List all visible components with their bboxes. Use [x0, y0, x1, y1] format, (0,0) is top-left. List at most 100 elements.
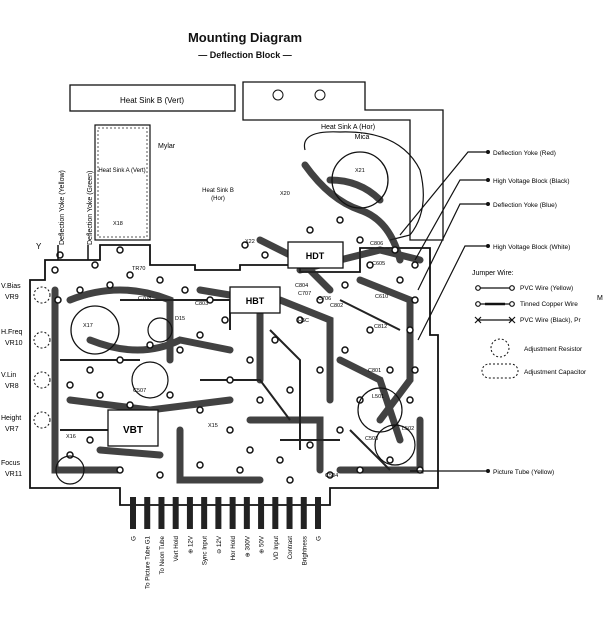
vbt-label: VBT	[123, 425, 143, 436]
component-label: C504	[325, 473, 338, 479]
solder-pad	[261, 251, 269, 259]
heat-sink-a-hor	[242, 81, 444, 241]
legend-item-1: PVC Wire (Yellow)	[520, 285, 573, 292]
mount-hole	[314, 89, 326, 101]
solder-pad	[146, 341, 154, 349]
solder-pad	[126, 271, 134, 279]
connector-pin-label: Hor Hold	[230, 535, 237, 560]
solder-pad	[286, 386, 294, 394]
heat-sink-b-hor-label-2: (Hor)	[211, 196, 225, 202]
adjust-capacitor-label: Adjustment Capacitor	[524, 369, 587, 376]
left-label-vr: VR7	[5, 426, 19, 433]
solder-pad	[411, 296, 419, 304]
connector-pin-label: VD Input	[273, 536, 280, 560]
yoke-green-label: Deflection Yoke (Green)	[87, 171, 94, 245]
connector-finger	[158, 497, 165, 529]
solder-pads	[51, 216, 424, 484]
solder-pad	[86, 436, 94, 444]
solder-pad	[326, 471, 334, 479]
vbt-block	[107, 409, 159, 447]
right-leaders	[399, 151, 488, 472]
solder-pad	[341, 346, 349, 354]
hbt-block	[229, 286, 281, 314]
diagram-title: Mounting Diagram	[187, 30, 303, 45]
solder-pad	[226, 376, 234, 384]
adjust-capacitor-symbol	[481, 363, 519, 379]
solder-pad	[196, 331, 204, 339]
heat-sink-a-vert-label: Heat Sink A (Vert)	[98, 168, 145, 174]
connector-finger	[130, 497, 136, 529]
component-label: X20	[280, 191, 290, 197]
component-label: H5C	[298, 318, 309, 324]
heat-sink-b-vert	[69, 84, 236, 112]
component-label: L501	[372, 394, 384, 400]
connector-pin-label: ⊕ 50V	[259, 535, 266, 554]
component-label: C503	[365, 436, 378, 442]
connector-finger	[272, 497, 279, 529]
component-label: C706	[318, 296, 331, 302]
solder-pad	[406, 396, 414, 404]
solder-pad	[271, 336, 279, 344]
solder-pad	[181, 286, 189, 294]
solder-pad	[76, 286, 84, 294]
solder-pad	[286, 476, 294, 484]
component-label: C507	[133, 388, 146, 394]
component-label: L502	[402, 426, 414, 432]
component-label: C708	[138, 296, 151, 302]
solder-pad	[366, 261, 374, 269]
mylar-sheet	[97, 127, 148, 238]
component-label: C806	[370, 241, 383, 247]
solder-pad	[341, 281, 349, 289]
solder-pad	[54, 296, 62, 304]
solder-pad	[391, 246, 399, 254]
solder-pad	[386, 456, 394, 464]
component-label: X15	[208, 423, 218, 429]
solder-pad	[156, 471, 164, 479]
yoke-blue-label: Deflection Yoke (Blue)	[493, 202, 557, 209]
connector-finger	[315, 497, 321, 529]
capacitor	[131, 361, 169, 399]
solder-pad	[256, 396, 264, 404]
connector-pin-label: To Picture Tube G1	[145, 535, 152, 589]
connector-pin-label: ⊕ 300V	[244, 535, 251, 557]
solder-pad	[116, 356, 124, 364]
legend-symbols	[474, 285, 516, 324]
legend-item-3: PVC Wire (Black), Pr	[520, 317, 582, 324]
heat-sink-a-hor-label: Heat Sink A (Hor)	[321, 124, 375, 131]
hdt-label: HDT	[306, 251, 325, 261]
hv-black-label: High Voltage Block (Black)	[493, 178, 570, 185]
adjust-resistor-label: Adjustment Resistor	[524, 346, 583, 353]
solder-pad	[91, 261, 99, 269]
yoke-red-label: Deflection Yoke (Red)	[493, 150, 556, 157]
left-label-vr: VR9	[5, 294, 19, 301]
connector-finger	[243, 497, 250, 529]
left-label-vr: VR11	[5, 471, 22, 478]
left-label-vr: VR10	[5, 340, 23, 347]
solder-pad	[316, 366, 324, 374]
right-leader-dots	[486, 150, 490, 473]
solder-pad	[241, 241, 249, 249]
heat-sink-a-vert	[94, 124, 151, 241]
x21-component	[331, 151, 389, 209]
solder-pad	[416, 466, 424, 474]
solder-pad	[246, 446, 254, 454]
solder-pad	[176, 346, 184, 354]
connector-pin-label: ⊖ 12V	[216, 535, 223, 554]
component-label: C801	[368, 368, 381, 374]
diagram-subtitle: — Deflection Block —	[198, 50, 292, 60]
legend-trail: M	[597, 295, 603, 302]
connector-pin-label: Sync Input	[202, 536, 209, 566]
solder-pad	[96, 391, 104, 399]
mica-label: Mica	[355, 134, 370, 141]
y-label: Y	[36, 242, 42, 251]
adjust-resistor-symbol	[490, 338, 510, 358]
component-label: X17	[83, 323, 93, 329]
solder-pad	[116, 246, 124, 254]
solder-pad	[66, 451, 74, 459]
solder-pad	[126, 401, 134, 409]
component-label: X22	[245, 239, 255, 245]
component-label: C802	[330, 303, 343, 309]
connector-pin-label: Vert Hold	[173, 535, 180, 561]
mount-hole	[272, 89, 284, 101]
left-label: V.Lin	[1, 372, 16, 379]
